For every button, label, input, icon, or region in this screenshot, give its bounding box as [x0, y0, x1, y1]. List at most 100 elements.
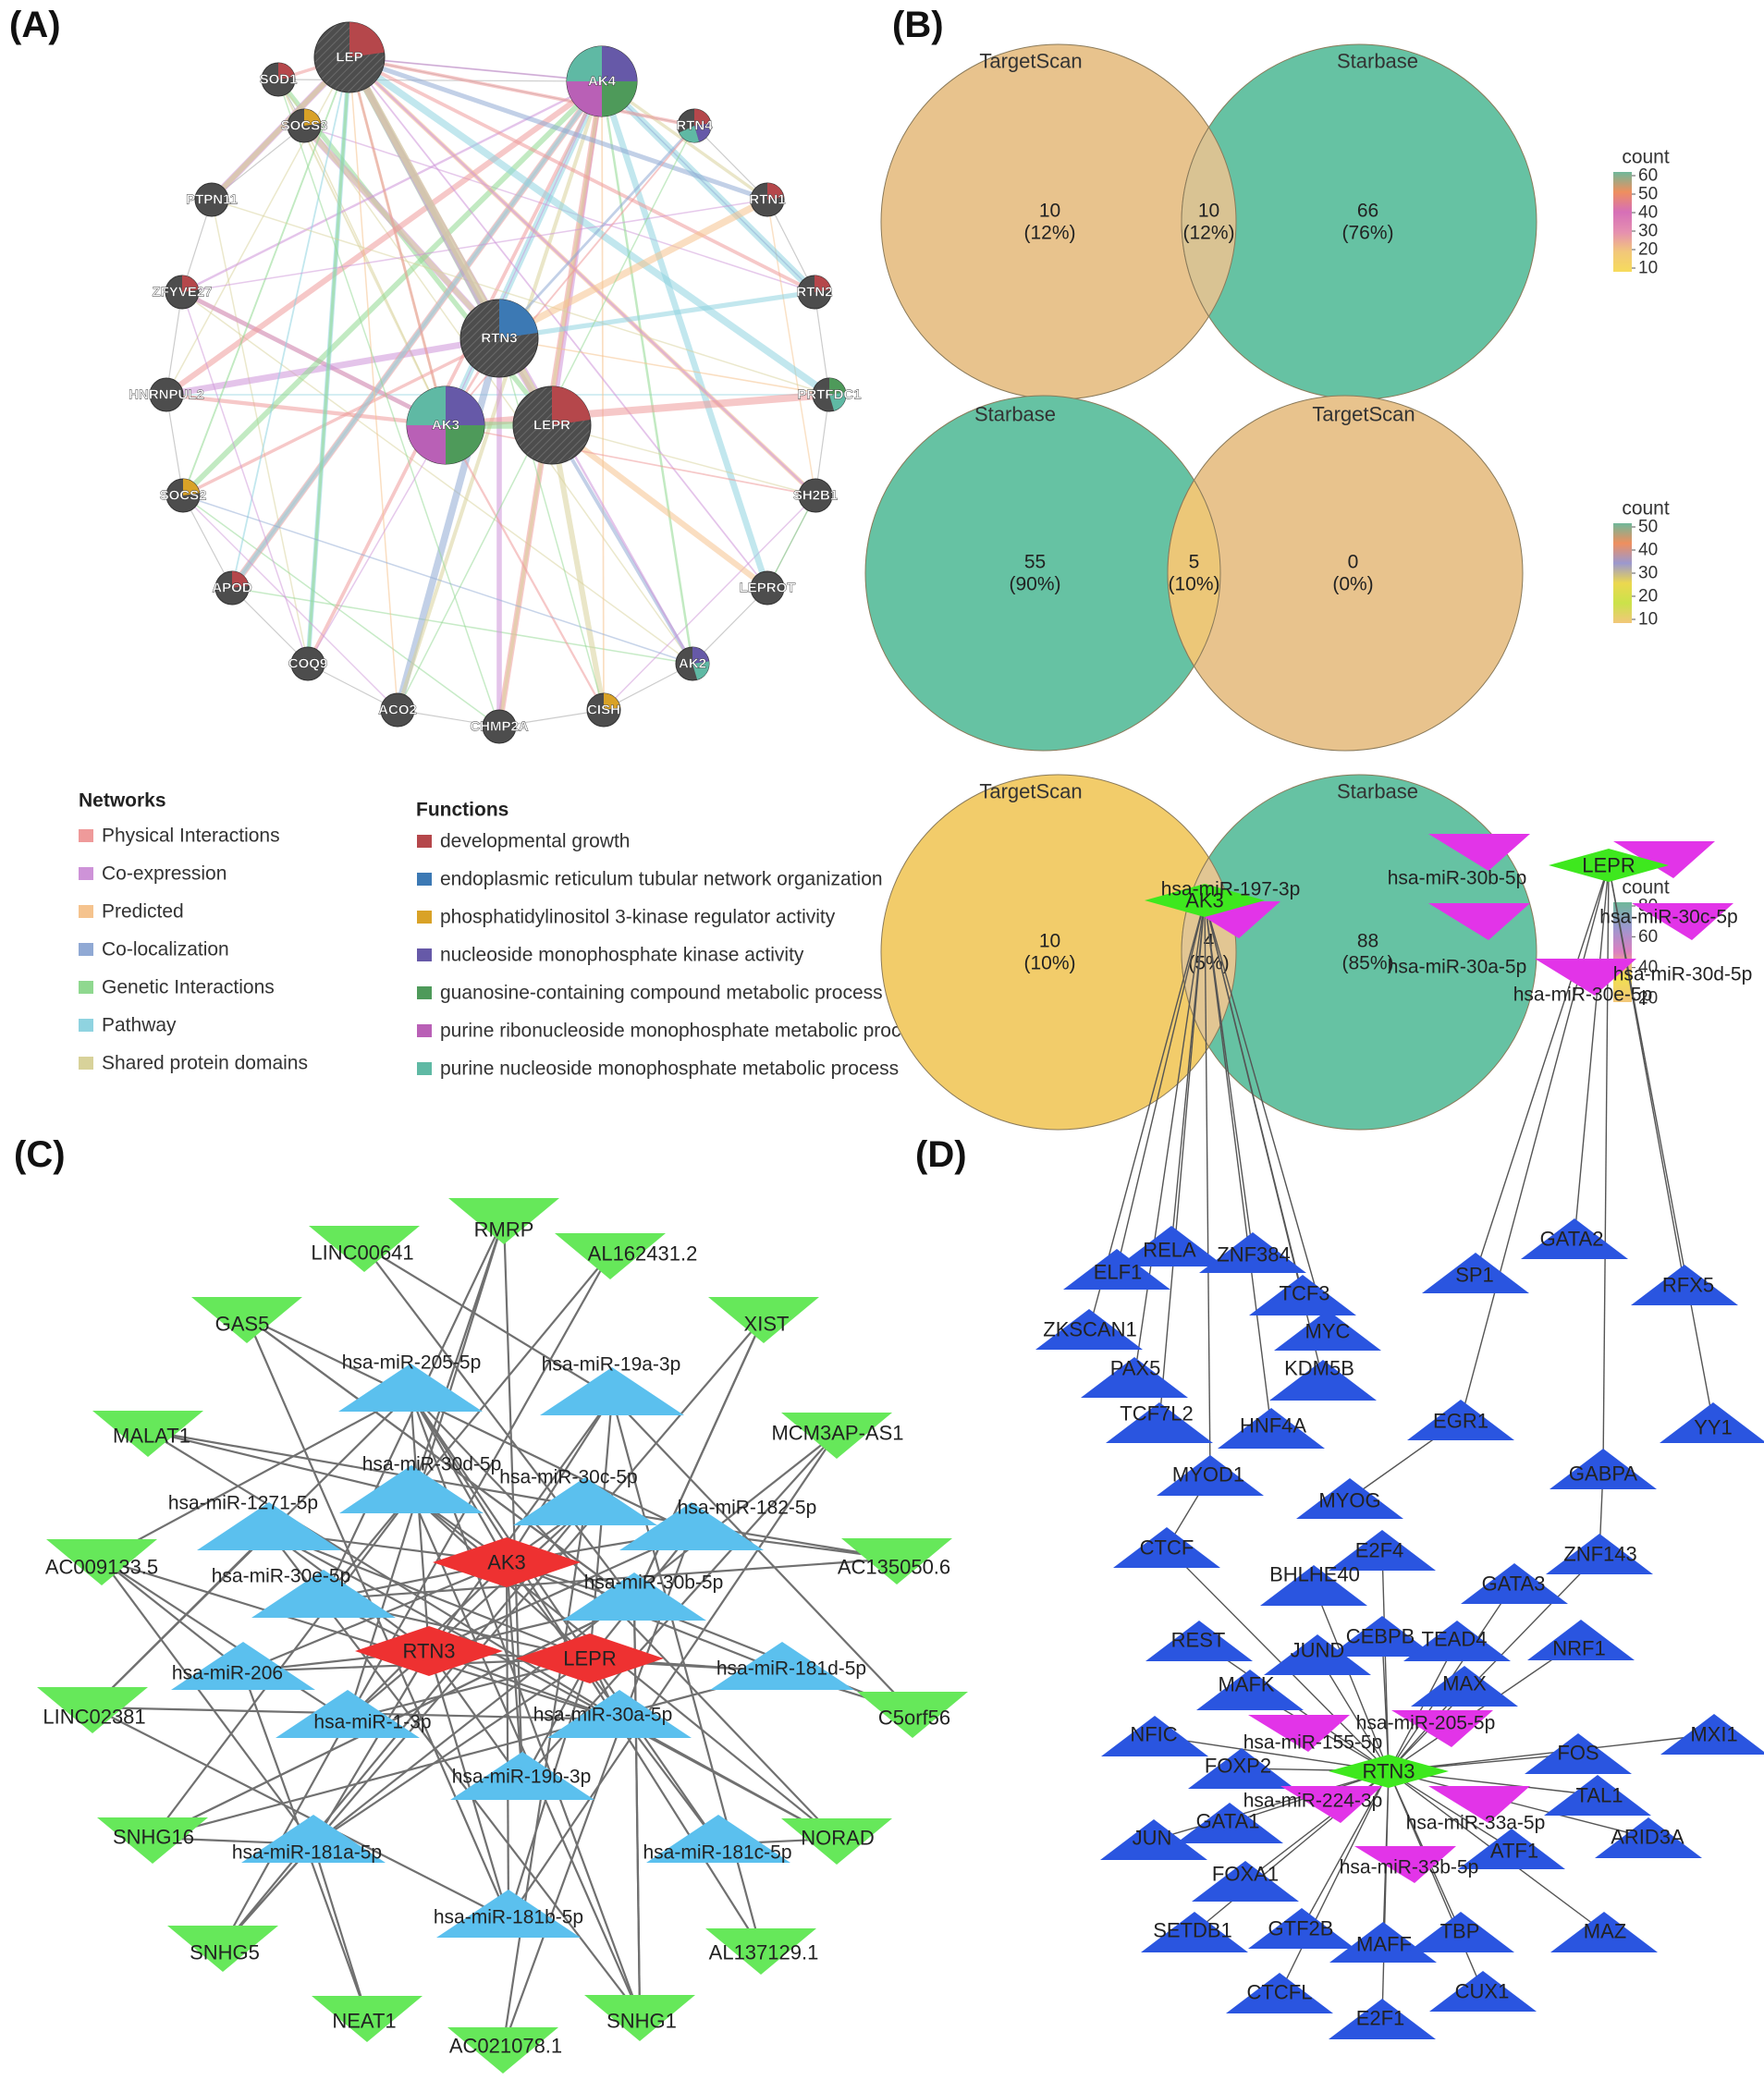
- network-edge: [766, 199, 816, 496]
- tf-node: [1063, 1249, 1170, 1290]
- network-edge: [147, 1430, 620, 1720]
- tf-node: [1081, 1357, 1188, 1398]
- network-edge: [410, 1392, 508, 1563]
- lncrna-node: [312, 1996, 423, 2042]
- network-edge: [277, 79, 500, 728]
- gene-node: [149, 377, 184, 412]
- network-edge: [1602, 864, 1610, 1470]
- tf-label: ARID3A: [1611, 1826, 1684, 1849]
- network-edge: [246, 1316, 635, 1603]
- tf-node: [1226, 1973, 1333, 2013]
- mirna-node: [276, 1690, 420, 1738]
- tf-label: CUX1: [1455, 1980, 1510, 2003]
- legend-swatch: [79, 981, 93, 994]
- network-edge: [245, 1316, 510, 1920]
- mirna-label: hsa-miR-181a-5p: [232, 1842, 382, 1864]
- mirna-label: hsa-miR-30c-5p: [1599, 907, 1737, 928]
- lncrna-label: LINC00641: [311, 1242, 413, 1265]
- tf-node: [1100, 1819, 1207, 1860]
- network-edge: [397, 709, 500, 728]
- mirna-node: [1428, 1786, 1530, 1823]
- lncrna-node: [37, 1687, 148, 1733]
- network-edge: [1204, 899, 1272, 1429]
- network-edge: [766, 199, 815, 293]
- colorbar-tick-label: 60: [1638, 927, 1658, 947]
- network-edge: [246, 1316, 692, 1533]
- mirna-node: [619, 1502, 764, 1550]
- tf-node: [1157, 1455, 1264, 1496]
- function-wedge: [552, 386, 591, 425]
- lncrna-node: [781, 1413, 892, 1459]
- mirna-node: [338, 1364, 483, 1412]
- tf-label: MYC: [1305, 1320, 1351, 1343]
- network-edge: [1116, 899, 1206, 1270]
- network-edge: [498, 337, 830, 396]
- tf-node: [1101, 1716, 1208, 1756]
- legend-swatch: [417, 873, 432, 886]
- tf-label: KDM5B: [1284, 1357, 1354, 1380]
- gene-node: [798, 478, 833, 513]
- tf-label: ZNF384: [1217, 1243, 1290, 1266]
- network-edge: [498, 337, 605, 711]
- tf-node: [1188, 1748, 1295, 1789]
- network-edge: [632, 1601, 642, 2016]
- function-wedge: [567, 46, 602, 81]
- mirna-node: [1428, 834, 1530, 871]
- network-edge: [165, 392, 447, 428]
- lncrna-node: [708, 1297, 819, 1343]
- network-legend-item: Predicted: [102, 901, 184, 923]
- network-edge: [601, 80, 605, 711]
- function-wedge: [567, 81, 602, 116]
- mirna-label: hsa-miR-224-3p: [1243, 1791, 1383, 1812]
- mirna-label: hsa-miR-181c-5p: [643, 1842, 791, 1864]
- network-edge: [598, 80, 771, 590]
- lncrna-label: C5orf56: [878, 1707, 950, 1730]
- network-edge: [101, 1559, 244, 1672]
- network-edge: [301, 124, 502, 340]
- network-edge: [101, 1559, 314, 1845]
- mirna-node: [547, 1690, 692, 1738]
- tf-label: ATF1: [1490, 1840, 1538, 1863]
- network-edge: [349, 55, 816, 497]
- function-wedge: [604, 693, 620, 710]
- gene-label: PTPN11: [186, 192, 238, 208]
- mirna-node: [339, 1465, 484, 1513]
- lncrna-label: AC135050.6: [838, 1556, 950, 1579]
- network-edge: [1279, 1770, 1390, 1994]
- function-legend-item: developmental growth: [440, 831, 630, 852]
- network-edge: [101, 1559, 349, 1720]
- network-edge: [1381, 1635, 1390, 1772]
- tf-node: [1461, 1563, 1568, 1604]
- lncrna-label: MALAT1: [113, 1425, 190, 1448]
- gene-label: HNRNPUL2: [129, 387, 204, 403]
- network-edge: [312, 1843, 369, 2017]
- venn-right-count: 0: [1348, 552, 1359, 573]
- tf-node: [1248, 1908, 1355, 1949]
- network-edge: [231, 587, 309, 665]
- lncrna-label: SNHG5: [190, 1941, 260, 1964]
- network-edge: [152, 1494, 412, 1839]
- function-wedge: [692, 647, 709, 664]
- function-wedge: [694, 109, 711, 126]
- gene-node: [1549, 849, 1669, 882]
- mirna-node: [171, 1642, 315, 1690]
- tf-label: GTF2B: [1268, 1917, 1334, 1940]
- lncrna-node: [584, 1995, 695, 2041]
- lncrna-node: [448, 1198, 559, 1244]
- lncrna-label: AL162431.2: [588, 1242, 698, 1266]
- tf-node: [1141, 1912, 1248, 1952]
- function-legend-item: endoplasmic reticulum tubular network or…: [440, 869, 883, 890]
- venn-right-set-label: Starbase: [1337, 780, 1418, 803]
- venn-right-percent: (76%): [1341, 223, 1393, 244]
- colorbar-tick-label: 20: [1638, 240, 1658, 260]
- gene-node: [750, 570, 785, 606]
- network-edge: [611, 1396, 913, 1713]
- colorbar-tick-label: 30: [1638, 564, 1658, 583]
- lncrna-label: GAS5: [215, 1313, 270, 1336]
- network-edge: [182, 495, 233, 589]
- tf-node: [1329, 1616, 1436, 1657]
- legend-swatch: [417, 1024, 432, 1037]
- network-edge: [165, 79, 604, 398]
